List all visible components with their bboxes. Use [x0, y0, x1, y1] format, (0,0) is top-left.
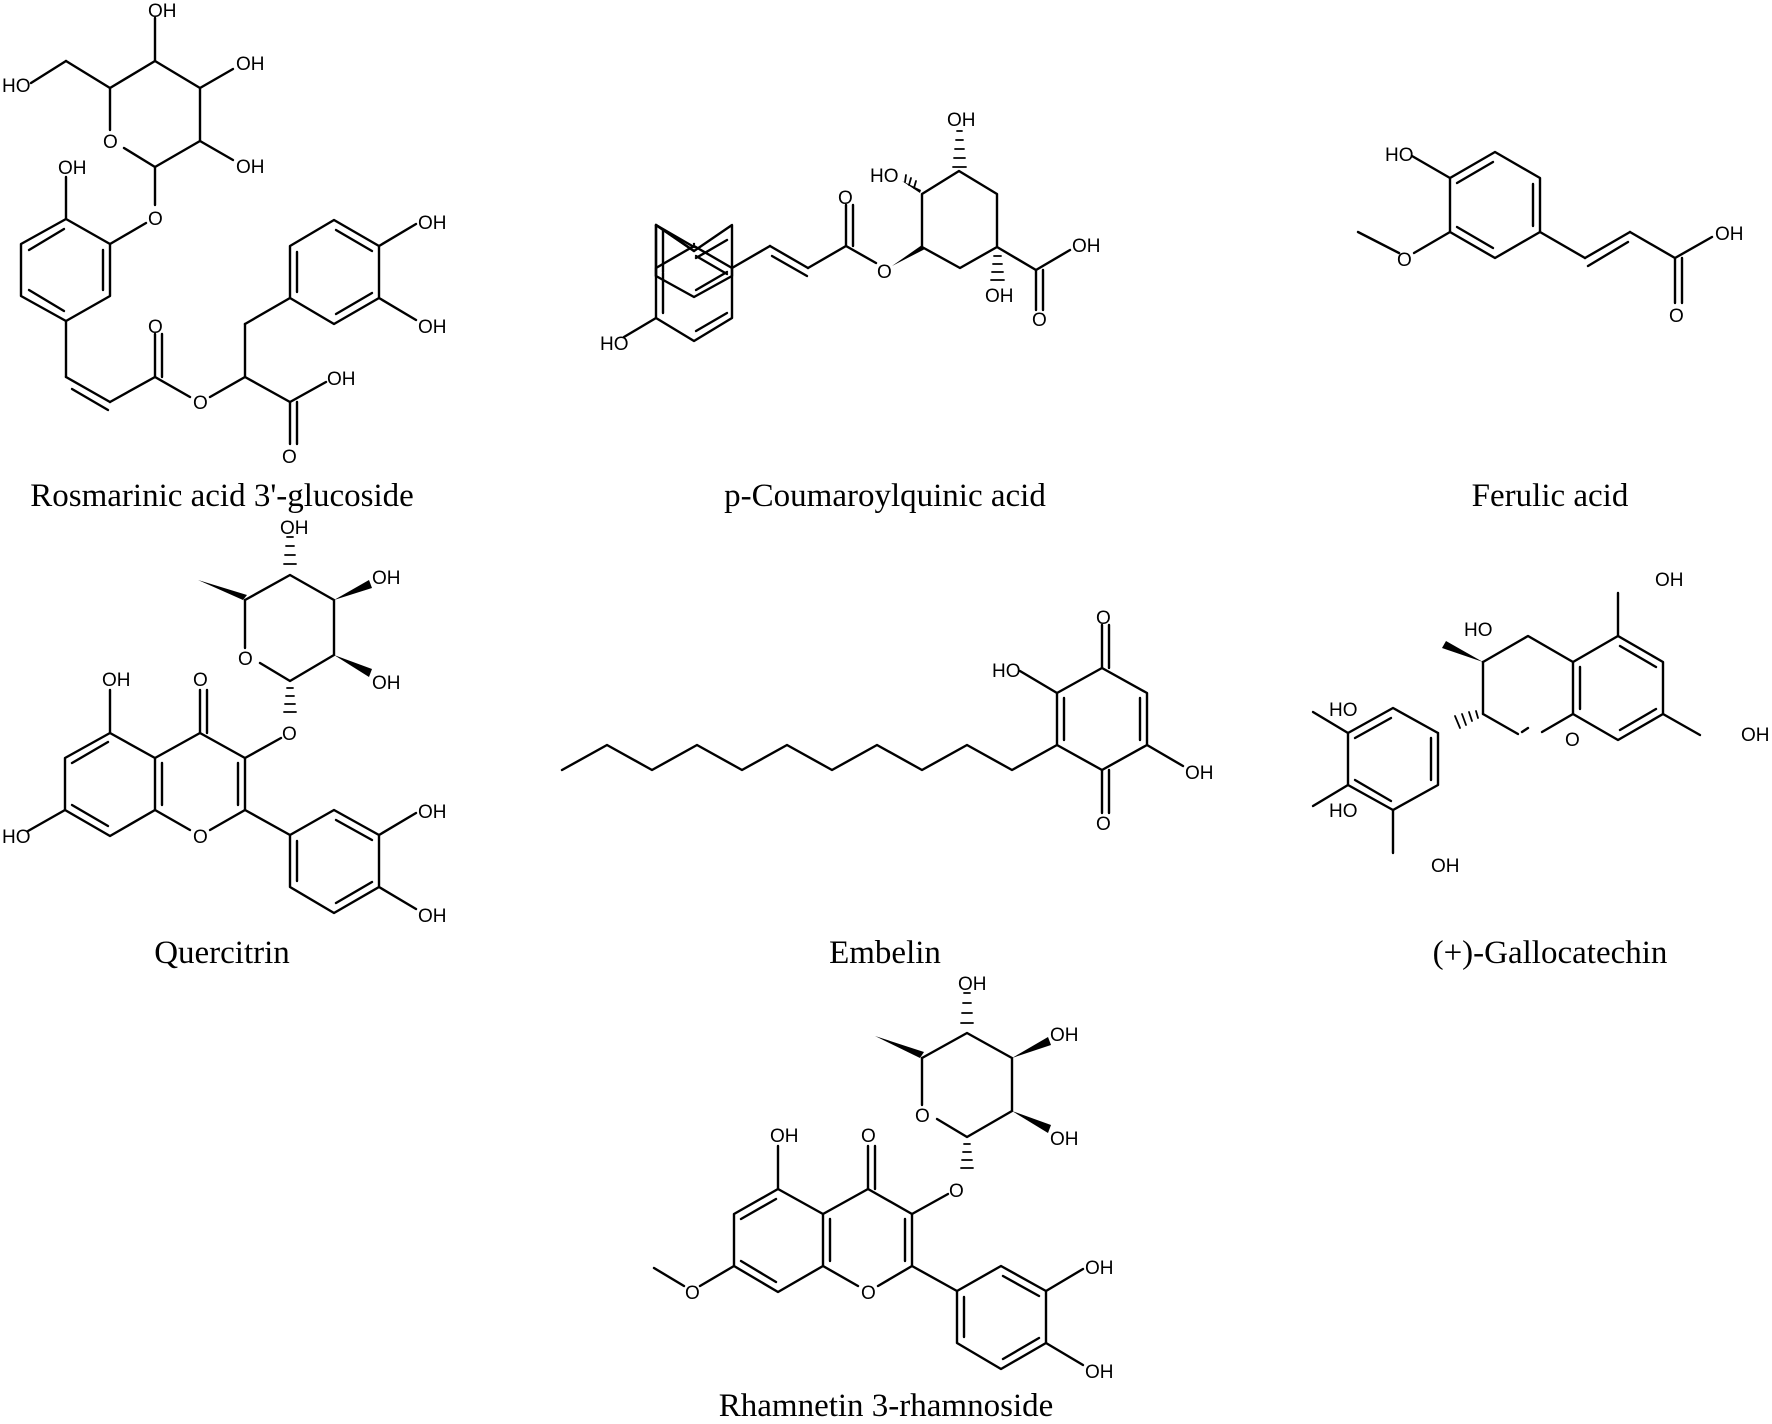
- svg-text:O: O: [238, 649, 253, 670]
- svg-text:OH: OH: [418, 317, 447, 338]
- structure-rhamnetin-3-rhamnoside: OH OH O OH OH O O O O OH OH: [652, 974, 1114, 1383]
- svg-text:O: O: [282, 724, 297, 745]
- structure-quercitrin: OH OH O OH OH O O HO O OH OH: [2, 518, 447, 927]
- svg-text:O: O: [148, 317, 163, 338]
- svg-text:OH: OH: [770, 1126, 799, 1147]
- svg-text:O: O: [861, 1126, 876, 1147]
- svg-text:OH: OH: [985, 286, 1014, 307]
- svg-text:OH: OH: [1185, 763, 1214, 784]
- svg-text:OH: OH: [148, 1, 177, 22]
- svg-text:HO: HO: [2, 76, 31, 97]
- svg-text:OH: OH: [236, 157, 265, 178]
- svg-text:O: O: [282, 447, 297, 468]
- svg-text:O: O: [1397, 250, 1412, 271]
- svg-text:OH: OH: [1085, 1362, 1114, 1383]
- svg-text:O: O: [877, 262, 892, 283]
- caption-embelin: Embelin: [829, 935, 941, 971]
- svg-text:O: O: [1032, 310, 1047, 331]
- svg-text:O: O: [193, 393, 208, 414]
- svg-text:OH: OH: [1050, 1025, 1079, 1046]
- svg-text:HO: HO: [2, 827, 31, 848]
- caption-quercitrin: Quercitrin: [154, 935, 290, 971]
- svg-text:OH: OH: [1072, 236, 1101, 257]
- svg-text:OH: OH: [418, 906, 447, 927]
- svg-text:O: O: [193, 827, 208, 848]
- caption-rhamnetin-3-rhamnoside: Rhamnetin 3-rhamnoside: [718, 1388, 1054, 1424]
- structure-ferulic-acid: HO O OH O: [1356, 145, 1744, 327]
- svg-text:OH: OH: [1431, 856, 1460, 877]
- svg-text:OH: OH: [418, 802, 447, 823]
- svg-text:O: O: [103, 132, 118, 153]
- svg-text:O: O: [1096, 814, 1111, 835]
- structure-rosmarinic-acid-3-glucoside: OH OH HO O OH OH O O O OH OH OH O: [2, 1, 447, 468]
- svg-text:HO: HO: [1464, 620, 1493, 641]
- svg-text:OH: OH: [958, 974, 987, 995]
- structure-gallocatechin: OH HO O OH HO HO OH: [1311, 570, 1770, 877]
- svg-text:OH: OH: [1655, 570, 1684, 591]
- svg-text:OH: OH: [1715, 224, 1744, 245]
- svg-text:OH: OH: [1085, 1258, 1114, 1279]
- svg-text:O: O: [1669, 306, 1684, 327]
- caption-rosmarinic-acid-3-glucoside: Rosmarinic acid 3'-glucoside: [30, 478, 414, 514]
- svg-text:OH: OH: [280, 518, 309, 539]
- svg-text:HO: HO: [1329, 700, 1358, 721]
- svg-text:HO: HO: [600, 334, 629, 355]
- svg-text:OH: OH: [372, 673, 401, 694]
- svg-text:OH: OH: [947, 110, 976, 131]
- svg-text:HO: HO: [1385, 145, 1414, 166]
- svg-text:OH: OH: [58, 158, 87, 179]
- svg-text:OH: OH: [1050, 1129, 1079, 1150]
- svg-text:O: O: [1096, 608, 1111, 629]
- svg-text:OH: OH: [1741, 725, 1770, 746]
- svg-text:O: O: [838, 188, 853, 209]
- svg-text:O: O: [193, 670, 208, 691]
- svg-text:HO: HO: [992, 661, 1021, 682]
- svg-text:HO: HO: [1329, 801, 1358, 822]
- svg-text:OH: OH: [236, 54, 265, 75]
- caption-ferulic-acid: Ferulic acid: [1471, 478, 1629, 514]
- svg-text:OH: OH: [102, 670, 131, 691]
- svg-text:O: O: [148, 209, 163, 230]
- structure-p-coumaroylquinic-acid: OH HO O O OH OH O HO: [600, 110, 1101, 355]
- caption-p-coumaroylquinic-acid: p-Coumaroylquinic acid: [724, 478, 1046, 514]
- svg-text:OH: OH: [327, 369, 356, 390]
- svg-text:O: O: [861, 1283, 876, 1304]
- svg-text:OH: OH: [418, 213, 447, 234]
- svg-text:OH: OH: [372, 568, 401, 589]
- svg-text:O: O: [1565, 730, 1580, 751]
- svg-text:HO: HO: [870, 166, 899, 187]
- svg-text:O: O: [949, 1181, 964, 1202]
- svg-text:O: O: [915, 1106, 930, 1127]
- structure-embelin: O HO OH O: [560, 608, 1214, 835]
- caption-gallocatechin: (+)-Gallocatechin: [1432, 935, 1668, 971]
- svg-text:O: O: [685, 1283, 700, 1304]
